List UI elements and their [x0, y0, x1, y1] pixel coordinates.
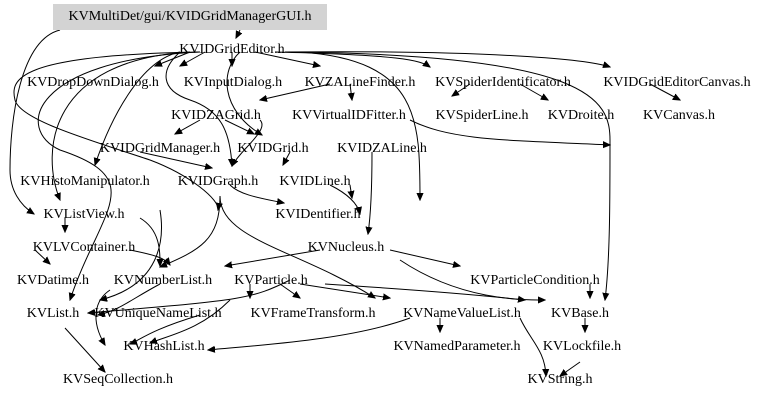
node-kvidgraph[interactable]: KVIDGraph.h — [177, 174, 259, 189]
dependency-edge — [51, 51, 191, 200]
dependency-edge — [64, 327, 105, 372]
dependency-edge — [180, 51, 206, 66]
node-kvidgrid[interactable]: KVIDGrid.h — [237, 141, 309, 156]
dependency-edge — [139, 151, 212, 168]
dependency-edge — [95, 51, 181, 165]
dependency-edge — [232, 119, 263, 166]
node-kvbase[interactable]: KVBase.h — [551, 306, 609, 321]
node-kvdropdowndialog[interactable]: KVDropDownDialog.h — [27, 75, 159, 90]
node-kvlockfile[interactable]: KVLockfile.h — [542, 339, 622, 354]
node-kvvirtualidfitter[interactable]: KVVirtualIDFitter.h — [292, 108, 406, 123]
dependency-edge — [155, 51, 191, 66]
root-node: KVMultiDet/gui/KVIDGridManagerGUI.h — [68, 9, 312, 24]
dependency-edges — [9, 29, 680, 376]
node-kvspideridentificator[interactable]: KVSpiderIdentificator.h — [435, 75, 571, 90]
dependency-edge — [95, 289, 111, 345]
node-kvnucleus[interactable]: KVNucleus.h — [307, 240, 385, 255]
dependency-edge — [329, 184, 360, 214]
dependency-edge — [88, 279, 291, 313]
dependency-edge — [224, 119, 254, 134]
dependency-edge — [34, 249, 50, 264]
node-kvseqcollection[interactable]: KVSeqCollection.h — [62, 372, 174, 387]
node-kvdroite[interactable]: KVDroite.h — [547, 108, 615, 123]
dependency-edge — [389, 249, 460, 266]
dependency-edge — [350, 184, 352, 198]
node-kvstring[interactable]: KVString.h — [527, 372, 593, 387]
dependency-edge — [519, 317, 546, 376]
node-kvidgrideditor[interactable]: KVIDGridEditor.h — [179, 42, 285, 57]
node-kvlvcontainer[interactable]: KVLVContainer.h — [32, 240, 136, 255]
dependency-edge — [139, 217, 160, 266]
dependency-edge — [219, 195, 375, 298]
dependency-edge — [130, 314, 201, 344]
dependency-edge — [150, 299, 231, 343]
node-kvlistview[interactable]: KVListView.h — [43, 207, 125, 222]
dependency-edge — [299, 283, 390, 298]
dependency-edge — [13, 51, 218, 210]
dependency-edge — [409, 119, 610, 145]
node-kvframetransform[interactable]: KVFrameTransform.h — [250, 306, 376, 321]
node-kvhashlist[interactable]: KVHashList.h — [123, 339, 205, 354]
dependency-edge — [129, 249, 170, 265]
node-kvparticlecondition[interactable]: KVParticleCondition.h — [470, 273, 600, 288]
node-kvnamedparameter[interactable]: KVNamedParameter.h — [393, 339, 521, 354]
dependency-edge — [229, 184, 284, 203]
node-kvidgrideditorcanvas[interactable]: KVIDGridEditorCanvas.h — [603, 75, 751, 90]
dependency-edge — [165, 51, 232, 166]
node-kvidgridmanager[interactable]: KVIDGridManager.h — [99, 141, 221, 156]
node-kvidentifier[interactable]: KVIDentifier.h — [275, 207, 361, 222]
dependency-edge — [208, 317, 411, 350]
dependency-edge — [160, 195, 221, 267]
dependency-edge — [368, 151, 372, 234]
dependency-edge — [226, 51, 262, 135]
root-node-highlight — [53, 4, 327, 30]
node-kvparticle[interactable]: KVParticle.h — [234, 273, 308, 288]
dependency-edge — [452, 83, 471, 96]
dependency-edge — [284, 51, 610, 67]
dependency-edge — [100, 209, 162, 300]
dependency-edge — [175, 119, 201, 134]
dependency-edge — [324, 283, 525, 300]
node-kvuniquenamelist[interactable]: KVUniqueNameList.h — [94, 306, 222, 321]
dependency-edge — [560, 361, 581, 376]
dependency-edge — [254, 51, 320, 66]
dependency-edge — [260, 83, 331, 100]
node-kvspiderline[interactable]: KVSpiderLine.h — [435, 108, 529, 123]
dependency-edge — [399, 259, 545, 300]
node-kvidline[interactable]: KVIDLine.h — [279, 174, 351, 189]
dependency-edge — [236, 29, 240, 38]
dependency-edge — [37, 51, 201, 300]
node-kvzalinefinder[interactable]: KVZALineFinder.h — [304, 75, 416, 90]
node-kvlist[interactable]: KVList.h — [26, 306, 80, 321]
node-kvdatime[interactable]: KVDatime.h — [17, 273, 89, 288]
dependency-edge — [283, 151, 291, 165]
node-kvhistomanipulator[interactable]: KVHistoManipulator.h — [20, 174, 150, 189]
node-kvidzaline[interactable]: KVIDZALine.h — [337, 141, 427, 156]
dependency-edge — [279, 283, 300, 298]
node-kvnumberlist[interactable]: KVNumberList.h — [113, 273, 213, 288]
dependency-edge — [289, 51, 611, 300]
node-kvcanvas[interactable]: KVCanvas.h — [643, 108, 715, 123]
node-kvnamevaluelist[interactable]: KVNameValueList.h — [403, 306, 521, 321]
dependency-edge — [98, 283, 161, 315]
dependency-edge — [274, 51, 430, 67]
node-kvidzagrid[interactable]: KVIDZAGrid.h — [171, 108, 261, 123]
node-kvinputdialog[interactable]: KVInputDialog.h — [183, 75, 283, 90]
dependency-edge — [350, 83, 352, 100]
dependency-edge — [299, 51, 420, 200]
dependency-edge — [9, 29, 61, 214]
dependency-edge — [519, 83, 548, 100]
dependency-edge — [649, 83, 680, 100]
dependency-edge — [225, 249, 321, 266]
